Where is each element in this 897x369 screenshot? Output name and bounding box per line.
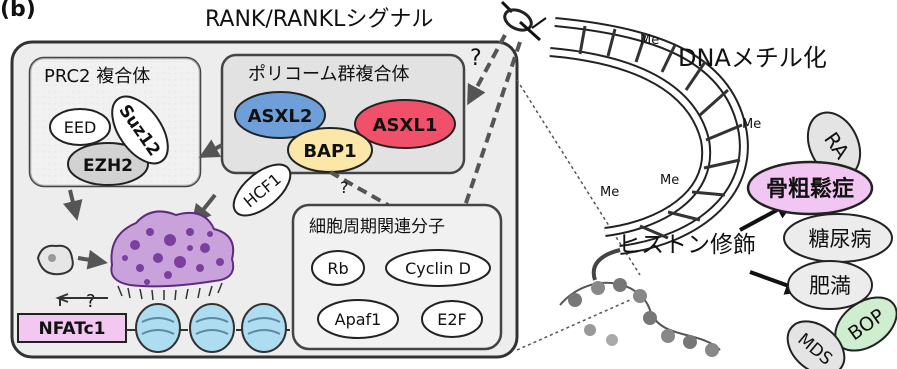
chromatin-icon	[559, 278, 721, 357]
asxl1-shape	[354, 99, 456, 149]
question-mark-1: ?	[470, 46, 482, 71]
suz12-shape	[111, 95, 169, 165]
apaf1-label: Apaf1	[335, 310, 382, 329]
me-mark-2: Me	[742, 117, 761, 132]
diabetes-label: 糖尿病	[809, 227, 872, 251]
bap1-label: BAP1	[303, 141, 356, 162]
arrow-polycomb-to-prc2	[198, 139, 223, 158]
receptor-icon	[500, 0, 547, 42]
apaf1-shape	[317, 299, 399, 339]
asxl2-label: ASXL2	[248, 106, 313, 127]
cyclin-d-shape	[385, 249, 491, 287]
dna-methylation-label: DNAメチル化	[678, 44, 827, 72]
panel-label: (b)	[0, 0, 36, 22]
obesity-label: 肥満	[809, 274, 851, 298]
dashed-arrow-to-polycomb	[467, 34, 507, 106]
osteoporosis-label: 骨粗鬆症	[766, 176, 854, 202]
eed-label: EED	[64, 118, 97, 137]
arrow-prc2-down	[63, 189, 83, 221]
hcf1-shape	[232, 163, 292, 217]
dashed-line-bap1-to-cellcycle	[329, 170, 389, 207]
me-mark-1: Me	[640, 33, 659, 48]
obesity-shape	[787, 260, 873, 310]
osteoporosis-shape	[746, 160, 874, 216]
dashed-line-to-cellcycle	[460, 41, 522, 216]
ezh2-shape	[67, 142, 149, 186]
me-mark-4: Me	[600, 185, 619, 200]
asxl2-shape	[234, 91, 326, 139]
nucleosome-icons	[135, 303, 287, 353]
signal-title: RANK/RANKLシグナル	[205, 7, 433, 32]
nfatc1-label: NFATc1	[39, 319, 106, 339]
polycomb-title: ポリコーム群複合体	[248, 64, 409, 85]
nfatc1-box	[17, 313, 127, 343]
cyclin-d-label: Cyclin D	[405, 259, 471, 278]
me-mark-3: Me	[660, 173, 679, 188]
e2f-label: E2F	[437, 310, 467, 329]
arrow-cell-to-osteoclast	[77, 249, 108, 270]
e2f-shape	[421, 300, 483, 338]
osteoclast-icon	[110, 210, 235, 301]
ezh2-label: EZH2	[83, 156, 133, 176]
asxl1-label: ASXL1	[373, 115, 438, 136]
histone-modification-label: ヒストン修飾	[618, 232, 756, 258]
prc2-title: PRC2 複合体	[44, 66, 150, 87]
question-mark-2: ?	[340, 178, 349, 197]
cell-cycle-title: 細胞周期関連分子	[309, 217, 445, 237]
eed-shape	[49, 108, 111, 146]
dna-helix-icon	[549, 17, 749, 281]
rb-shape	[311, 250, 365, 286]
rb-label: Rb	[327, 259, 348, 278]
question-mark-3: ?	[86, 291, 96, 312]
